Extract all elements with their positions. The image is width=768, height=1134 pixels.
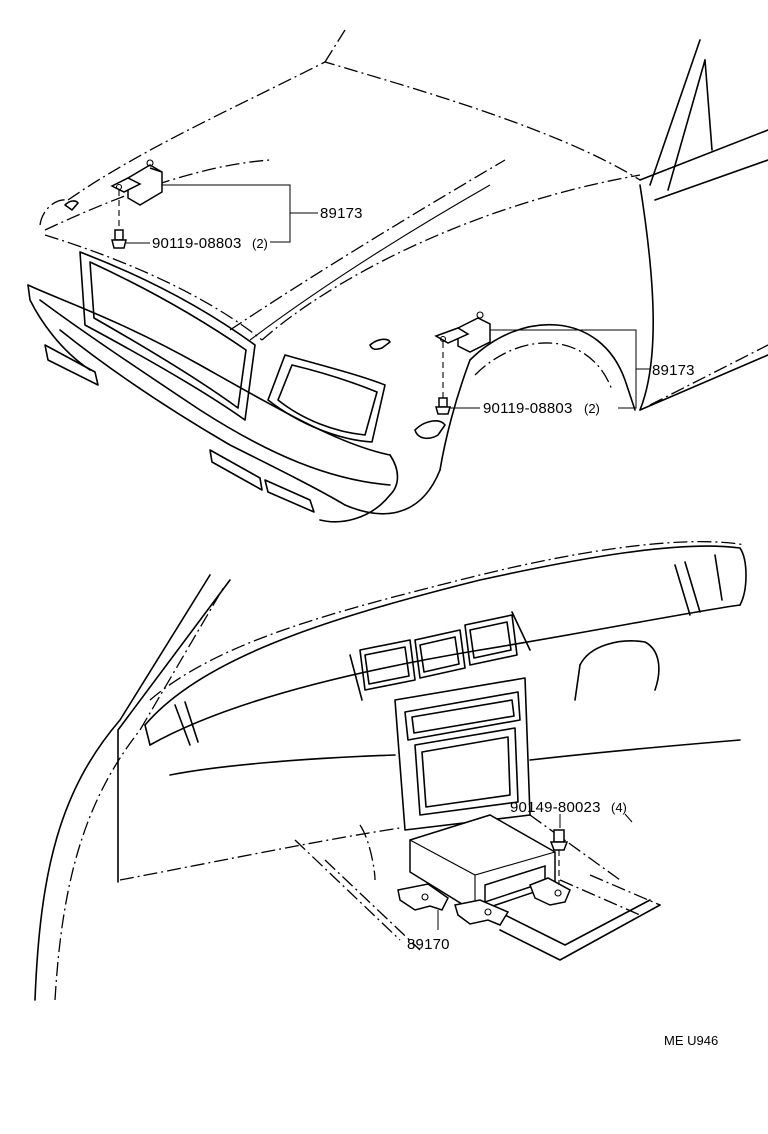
center-unit-leaders: [437, 813, 633, 930]
fender-impact-sensor: [434, 311, 491, 353]
vehicle-front-illustration: [27, 29, 768, 523]
instrument-panel-illustration: [34, 540, 747, 1001]
airbag-center-sensor-unit: [397, 814, 571, 926]
fender-sensor-bolt-icon: [435, 342, 451, 415]
fender-sensor-leaders: [450, 329, 650, 409]
center-unit-part-number: 89170: [407, 936, 450, 953]
fender-sensor-bolt-quantity: (2): [584, 401, 600, 416]
fender-sensor-bolt-number: 90119-08803: [483, 400, 573, 417]
front-sensor-bolt-quantity: (2): [252, 236, 268, 251]
fender-sensor-part-number: 89173: [652, 362, 695, 379]
front-sensor-bolt-icon: [111, 190, 127, 249]
center-unit-bolt-number: 90149-80023: [510, 799, 601, 816]
center-unit-bolt-quantity: (4): [611, 800, 627, 815]
front-sensor-part-number: 89173: [320, 205, 363, 222]
front-impact-sensor: [110, 159, 163, 206]
center-unit-bolt-icon: [549, 829, 569, 885]
front-sensor-bolt-number: 90119-08803: [152, 235, 242, 252]
front-sensor-leaders: [126, 184, 318, 244]
figure-reference-code: ME U946: [664, 1033, 718, 1048]
